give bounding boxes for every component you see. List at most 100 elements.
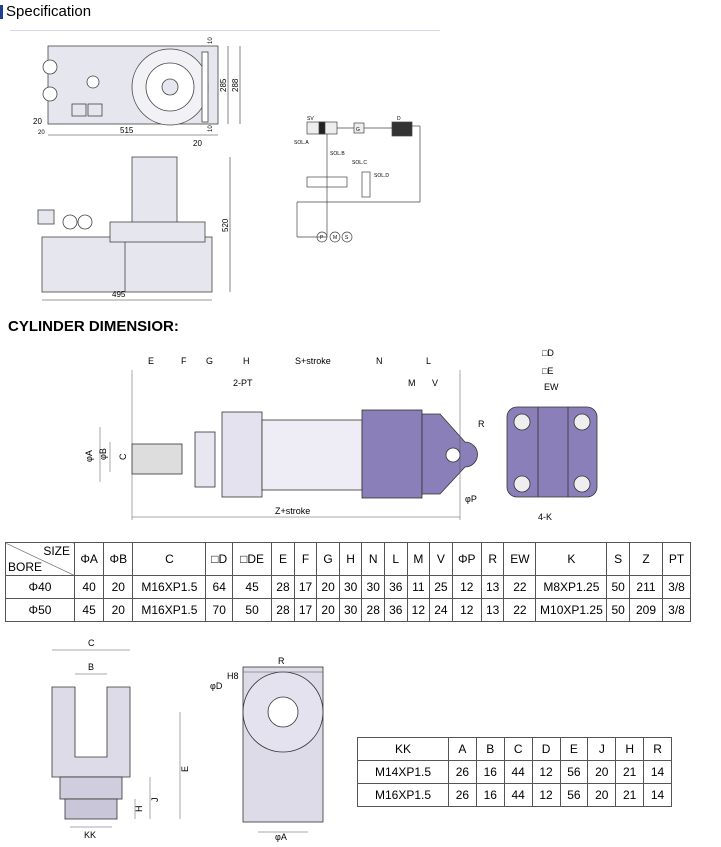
label-de: □E [542, 366, 553, 376]
label-4k: 4-K [538, 512, 552, 522]
label-s: S [345, 235, 349, 241]
header-cell: J [587, 737, 617, 761]
table-cell: 12 [451, 575, 482, 599]
table-cell: M8XP1.25 [535, 575, 608, 599]
dim-20-a: 20 [33, 117, 42, 126]
table-cell: 44 [503, 760, 533, 784]
pump-unit-drawing: 285 288 10 10 20 20 515 20 520 495 [33, 37, 241, 301]
table-cell: 36 [383, 575, 408, 599]
table-cell: 56 [559, 760, 589, 784]
label-2pt: 2-PT [233, 378, 253, 388]
label-m: M [408, 378, 416, 388]
table-cell: 50 [606, 598, 630, 622]
label-sv: SV [307, 116, 314, 122]
corner-bore: BORE [8, 560, 43, 574]
label-phi-a: φA [84, 450, 94, 462]
table-cell: M16XP1.5 [132, 598, 207, 622]
label-kk: KK [84, 830, 96, 840]
hydraulic-schematic: SV G D SOL.A SOL.B SOL.C SOL.D P M S [294, 116, 421, 243]
label-s-stroke: S+stroke [295, 356, 331, 366]
label-sol-c: SOL.C [352, 160, 367, 166]
table-cell: 209 [628, 598, 664, 622]
table-cell: 24 [429, 598, 453, 622]
label-r: R [478, 419, 485, 429]
table-cell: 28 [271, 575, 295, 599]
table-cell: 26 [448, 760, 477, 784]
table-cell: 20 [587, 783, 617, 807]
label-d: D [397, 116, 401, 122]
label-phi-b: φB [98, 448, 108, 460]
label-v: V [432, 378, 438, 388]
header-cell: PT [662, 542, 691, 576]
header-cell: E [559, 737, 589, 761]
header-cell: □DE [231, 542, 273, 576]
cylinder-heading: CYLINDER DIMENSIOR: [8, 318, 179, 335]
table-cell: 20 [316, 598, 340, 622]
table-cell: 30 [338, 575, 363, 599]
header-cell: C [132, 542, 207, 576]
label-e: E [148, 356, 154, 366]
table-cell: 36 [383, 598, 408, 622]
header-cell: B [475, 737, 505, 761]
label-c: C [88, 638, 95, 648]
label-sol-b: SOL.B [330, 151, 345, 157]
header-cell: □D [205, 542, 233, 576]
table-cell: 25 [429, 575, 453, 599]
header-cell: E [271, 542, 295, 576]
table-cell: M14XP1.5 [357, 760, 449, 784]
header-cell: ΦP [451, 542, 482, 576]
table-cell: 3/8 [662, 575, 691, 599]
dim-285: 285 [219, 78, 228, 92]
table-cell: 14 [643, 760, 672, 784]
divider [10, 30, 440, 31]
label-l: L [426, 356, 431, 366]
header-cell: Z [628, 542, 664, 576]
table-cell: 56 [559, 783, 589, 807]
header-cell: K [535, 542, 608, 576]
header-cell: G [316, 542, 340, 576]
label-z-stroke: Z+stroke [275, 506, 310, 516]
table-cell: 70 [205, 598, 233, 622]
cylinder-drawing: E F G H S+stroke N L M V 2-PT R φP φA φB… [84, 348, 598, 522]
header-cell: N [361, 542, 385, 576]
bore-cell: Φ50 [5, 598, 75, 622]
dim-20-b: 20 [38, 130, 45, 136]
table-cell: 11 [406, 575, 431, 599]
table-cell: 13 [480, 575, 505, 599]
table-cell: 20 [316, 575, 340, 599]
table-cell: 30 [338, 598, 363, 622]
table-cell: 13 [480, 598, 505, 622]
header-cell: C [503, 737, 533, 761]
label-phi-d: φD [210, 681, 223, 691]
label-sol-a: SOL.A [294, 140, 309, 146]
header-cell: EW [503, 542, 537, 576]
dim-288: 288 [231, 78, 240, 92]
label-m: M [333, 235, 337, 241]
title-marker-icon [0, 4, 3, 19]
table-cell: 17 [293, 598, 318, 622]
dim-20-c: 20 [193, 139, 202, 148]
page-title: Specification [0, 3, 91, 20]
label-phi-p: φP [465, 494, 477, 504]
header-cell: V [429, 542, 453, 576]
label-j: J [150, 798, 160, 803]
table-cell: 28 [361, 598, 385, 622]
table-cell: 3/8 [662, 598, 691, 622]
label-b: B [88, 662, 94, 672]
table-cell: 50 [231, 598, 273, 622]
table-cell: 12 [531, 760, 561, 784]
header-cell: S [606, 542, 630, 576]
title-text: Specification [6, 3, 92, 20]
label-p: P [320, 235, 324, 241]
header-cell: KK [357, 737, 449, 761]
header-cell: H [338, 542, 363, 576]
header-cell: A [448, 737, 477, 761]
table-header-row: KK A B C D E J H R [357, 737, 672, 761]
header-cell: R [480, 542, 505, 576]
table-cell: 20 [103, 598, 134, 622]
table-cell: 28 [271, 598, 295, 622]
table-cell: 50 [606, 575, 630, 599]
